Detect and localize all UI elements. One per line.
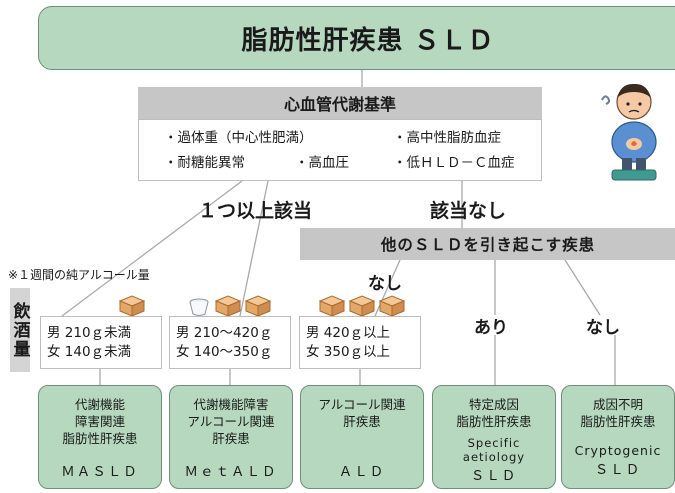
criteria-item-overweight: ・過体重（中心性肥満） bbox=[164, 130, 313, 146]
category-desc: 成因不明 bbox=[592, 397, 643, 412]
sake-masu-icon bbox=[318, 295, 346, 317]
alcohol-note: ※１週間の純アルコール量 bbox=[8, 268, 150, 282]
label-none-left: なし bbox=[368, 274, 402, 294]
sake-masu-icon bbox=[378, 295, 406, 317]
category-specific-aetiology: 特定成因 脂肪性肝疾患 Specific aetiology ＳＬＤ bbox=[432, 385, 556, 489]
branch-label-yes: １つ以上該当 bbox=[198, 200, 313, 222]
category-metald: 代謝機能障害 アルコール関連 肝疾患 ＭｅｔＡＬＤ bbox=[169, 385, 293, 489]
alcohol-box-masld: 男 210ｇ未満 女 140ｇ未満 bbox=[40, 316, 162, 369]
alcohol-male: 男 210ｇ未満 bbox=[47, 324, 132, 341]
sake-masu-icon bbox=[118, 295, 146, 317]
category-desc: 脂肪性肝疾患 bbox=[62, 431, 138, 446]
category-desc: 脂肪性肝疾患 bbox=[456, 414, 532, 429]
category-desc: 特定成因 bbox=[468, 397, 519, 412]
alcohol-female: 女 350ｇ以上 bbox=[306, 343, 391, 360]
connector-cause-cryptogenic bbox=[564, 259, 601, 316]
category-desc: 代謝機能障害 bbox=[193, 397, 269, 412]
alcohol-box-ald: 男 420ｇ以上 女 350ｇ以上 bbox=[299, 316, 421, 369]
title-banner: 脂肪性肝疾患 ＳＬＤ bbox=[38, 6, 675, 70]
category-desc: 脂肪性肝疾患 bbox=[580, 414, 656, 429]
sake-masu-icon bbox=[214, 295, 242, 317]
criteria-item-low-hdl: ・低ＨＬＤ－Ｃ血症 bbox=[393, 155, 515, 171]
criteria-item-hypertriglyceridemia: ・高中性脂肪血症 bbox=[393, 130, 501, 146]
connector-yes-metald bbox=[239, 180, 269, 317]
category-abbr: ＳＬＤ bbox=[594, 462, 642, 478]
category-desc: アルコール関連 bbox=[318, 397, 406, 412]
alcohol-male: 男 420ｇ以上 bbox=[306, 324, 391, 341]
connector-yes-masld bbox=[61, 180, 243, 317]
page-title: 脂肪性肝疾患 ＳＬＤ bbox=[241, 25, 495, 56]
category-desc: アルコール関連 bbox=[187, 414, 275, 429]
alcohol-male: 男 210～420ｇ bbox=[176, 324, 273, 341]
branch-label-no: 該当なし bbox=[430, 200, 507, 222]
category-desc: 障害関連 bbox=[74, 414, 125, 429]
worried-man-on-scale-icon bbox=[598, 80, 668, 184]
category-cryptogenic: 成因不明 脂肪性肝疾患 Cryptogenic ＳＬＤ bbox=[561, 385, 675, 489]
category-desc: 肝疾患 bbox=[212, 431, 250, 446]
label-none-right: なし bbox=[586, 318, 620, 338]
category-abbr: ＳＬＤ bbox=[470, 468, 518, 484]
criteria-box: ・過体重（中心性肥満） ・高中性脂肪血症 ・耐糖能異常 ・高血圧 ・低ＨＬＤ－Ｃ… bbox=[138, 119, 542, 181]
category-masld: 代謝機能 障害関連 脂肪性肝疾患 ＭＡＳＬＤ bbox=[38, 385, 162, 489]
sake-masu-icon bbox=[348, 295, 376, 317]
category-desc: 肝疾患 bbox=[343, 414, 381, 429]
category-abbr: ＡＬＤ bbox=[338, 464, 386, 480]
other-cause-heading: 他のＳＬＤを引き起こす疾患 bbox=[300, 228, 675, 260]
sake-masu-icon bbox=[244, 295, 272, 317]
criteria-heading: 心血管代謝基準 bbox=[138, 87, 542, 119]
alcohol-female: 女 140ｇ未満 bbox=[47, 343, 132, 360]
alcohol-box-metald: 男 210～420ｇ 女 140～350ｇ bbox=[169, 316, 291, 369]
category-abbr: Cryptogenic bbox=[574, 443, 662, 458]
category-abbr: Specific bbox=[467, 436, 521, 450]
label-present: あり bbox=[474, 318, 508, 338]
category-abbr: ＭｅｔＡＬＤ bbox=[184, 464, 278, 480]
criteria-item-glucose-intolerance: ・耐糖能異常 bbox=[164, 155, 245, 171]
connector-cause-ald bbox=[374, 259, 401, 317]
category-ald: アルコール関連 肝疾患 ＡＬＤ bbox=[300, 385, 424, 489]
alcohol-side-label: 飲酒量 bbox=[10, 288, 30, 372]
category-abbr: ＭＡＳＬＤ bbox=[61, 464, 139, 480]
category-abbr: aetiology bbox=[462, 450, 526, 464]
criteria-item-hypertension: ・高血圧 bbox=[295, 155, 349, 171]
sake-cup-icon bbox=[188, 297, 210, 317]
alcohol-female: 女 140～350ｇ bbox=[176, 343, 273, 360]
category-desc: 代謝機能 bbox=[74, 397, 125, 412]
